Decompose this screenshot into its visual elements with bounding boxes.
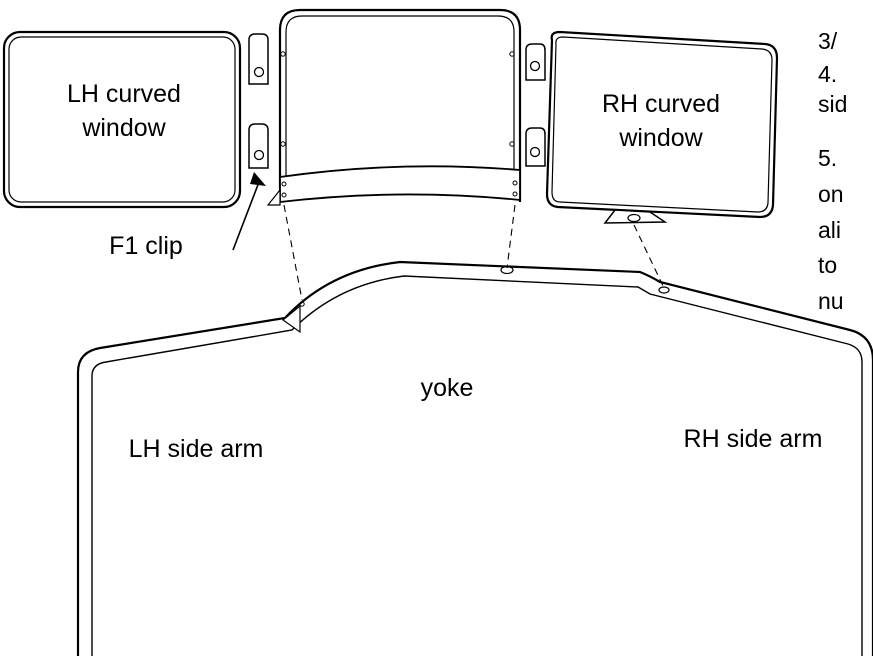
step-fragment: 3/ (818, 28, 838, 54)
rh-side-arm-label: RH side arm (684, 425, 823, 453)
instruction-text-cutoff: 3/ 4. sid 5. on ali to nu (818, 28, 847, 314)
yoke-label: yoke (421, 374, 474, 402)
center-window-frame (266, 8, 522, 206)
alignment-dashes (283, 204, 665, 301)
lh-curved-window (2, 30, 242, 209)
step-fragment: to (818, 252, 837, 278)
rh-window-label-line2: window (618, 124, 703, 152)
yoke-hole (500, 265, 514, 275)
step-fragment: nu (818, 288, 844, 314)
lh-window-label-line1: LH curved (67, 80, 181, 108)
f1-clip-lh-lower (248, 123, 269, 169)
lh-window-label-line2: window (81, 114, 166, 142)
yoke-and-side-arms (76, 260, 873, 656)
rh-curved-window (545, 30, 779, 224)
step-fragment: ali (818, 217, 841, 243)
step-fragment: 4. (818, 61, 837, 87)
f1-clip-rh-upper (525, 43, 546, 81)
f1-clip-lh-upper (248, 33, 269, 85)
step-fragment: sid (818, 91, 847, 117)
rh-window-label-line1: RH curved (602, 90, 720, 118)
step-fragment: on (818, 181, 844, 207)
f1-clip-rh-lower (525, 127, 546, 167)
f1-clip-label: F1 clip (109, 232, 183, 260)
step-fragment: 5. (818, 145, 837, 171)
rh-window-tab (603, 209, 668, 224)
lh-side-arm-label: LH side arm (129, 435, 264, 463)
clip-pointer-arrow (232, 172, 266, 251)
